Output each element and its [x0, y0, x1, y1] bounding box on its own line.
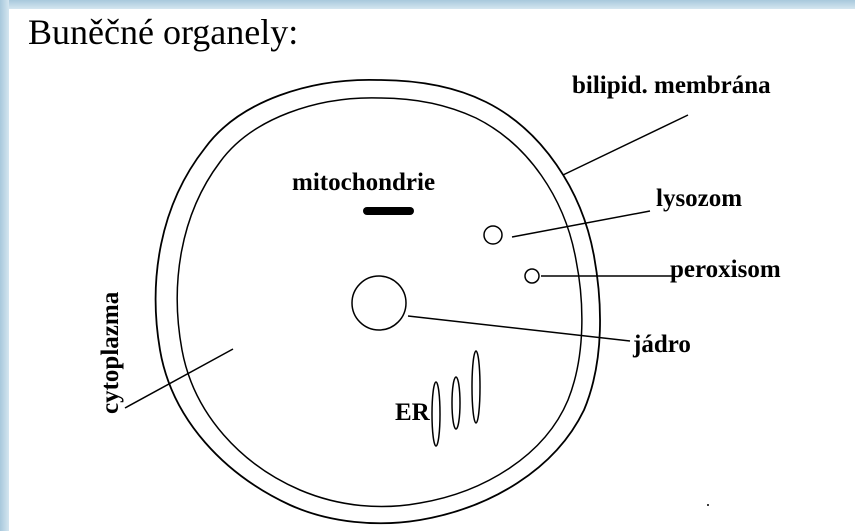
mitochondria-label: mitochondrie: [292, 169, 435, 196]
peroxisome-label: peroxisom: [670, 256, 781, 283]
cell-inner-membrane: [177, 98, 582, 507]
cell-outer-membrane: [156, 80, 600, 523]
cytoplasm-pointer: [125, 349, 233, 408]
cytoplasm-label: cytoplazma: [97, 291, 124, 414]
peroxisome-shape: [525, 269, 539, 283]
er-lamella-3: [472, 351, 480, 423]
er-lamella-1: [432, 382, 440, 446]
lysosome-label: lysozom: [656, 185, 742, 212]
membrane-label: bilipid. membrána: [572, 72, 771, 99]
nucleus-label: jádro: [632, 331, 691, 358]
lysosome-pointer: [512, 211, 650, 237]
nucleus-pointer: [408, 316, 630, 341]
membrane-pointer: [563, 115, 688, 175]
nucleus-shape: [352, 276, 406, 330]
er-label: ER: [395, 399, 431, 426]
lysosome-shape: [484, 226, 502, 244]
speck: [707, 504, 709, 506]
er-lamella-2: [452, 377, 460, 429]
